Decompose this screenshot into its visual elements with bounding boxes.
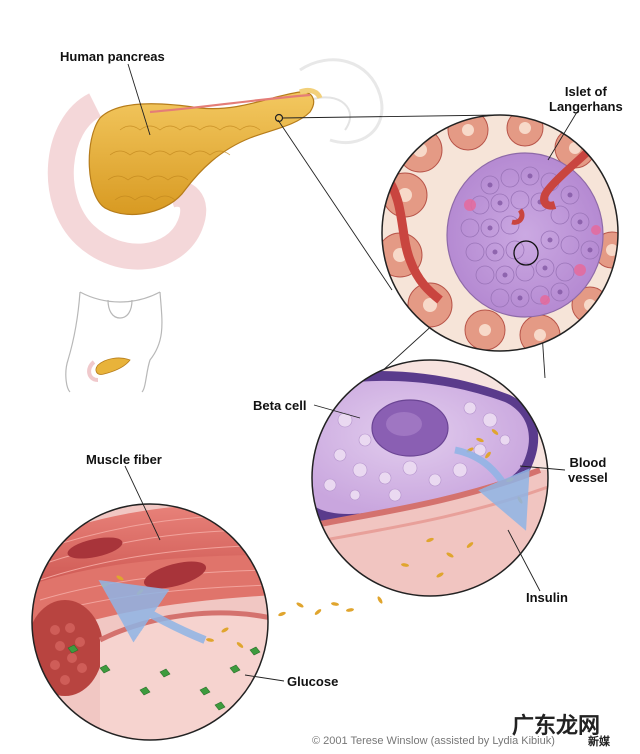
body-silhouette — [65, 291, 163, 393]
body-duodenum-mini — [87, 360, 99, 382]
label-insulin: Insulin — [526, 590, 568, 605]
label-blood-vessel: Blood vessel — [568, 455, 608, 485]
muscle-fiber-zoom-circle — [31, 503, 269, 741]
label-blood-line1: Blood — [569, 455, 607, 470]
label-leader-lines — [124, 63, 578, 682]
label-glucose: Glucose — [287, 674, 339, 689]
label-islet-line2: Langerhans — [549, 99, 623, 114]
islet-zoom-circle — [381, 114, 619, 352]
label-muscle-fiber: Muscle fiber — [86, 452, 162, 467]
watermark-text: 广东龙网 — [512, 714, 601, 739]
insulin-stream — [278, 596, 383, 617]
label-islet-of-langerhans: Islet of Langerhans — [549, 84, 623, 114]
label-islet-line1: Islet of — [564, 84, 607, 99]
pancreas-organ — [47, 58, 384, 270]
body-pancreas-mini — [95, 357, 131, 375]
beta-cell-zoom-circle — [311, 359, 549, 597]
copyright-credit: © 2001 Terese Winslow (assisted by Lydia… — [312, 735, 555, 747]
label-human-pancreas: Human pancreas — [60, 49, 165, 64]
label-beta-cell: Beta cell — [253, 398, 307, 413]
islet-marker — [274, 113, 284, 123]
label-blood-line2: vessel — [568, 470, 608, 485]
watermark-subtext: 新媒 — [588, 735, 610, 748]
